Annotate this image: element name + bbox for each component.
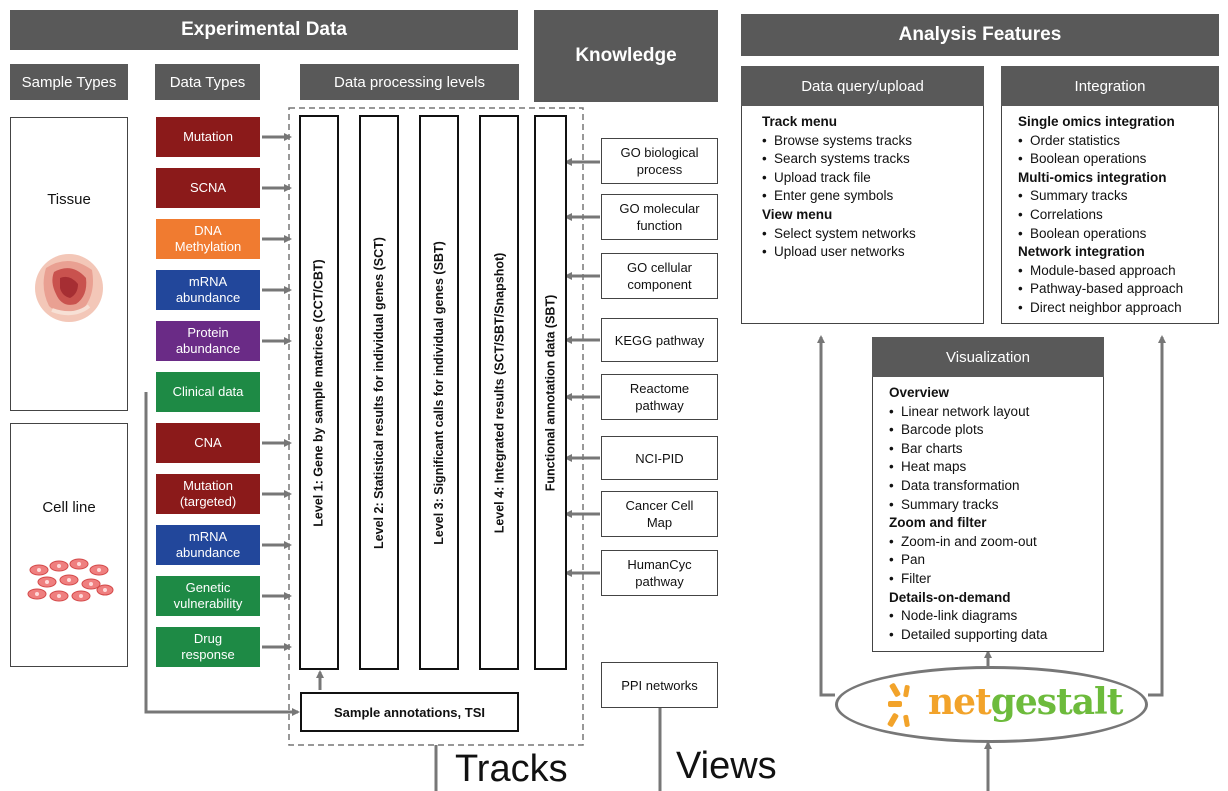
kb-cancer-cell-map: Cancer Cell Map <box>601 491 718 537</box>
list-item: Browse systems tracks <box>762 132 916 151</box>
cell-line-label: Cell line <box>42 499 96 516</box>
list-item: Upload user networks <box>762 243 916 262</box>
list-item: Heat maps <box>889 458 1047 477</box>
analysis-features-header: Analysis Features <box>741 14 1219 56</box>
list-item: Data transformation <box>889 477 1047 496</box>
tracks-label: Tracks <box>455 748 568 790</box>
logo-net: net <box>928 681 992 723</box>
list-item: Summary tracks <box>1018 187 1183 206</box>
dt-scna: SCNA <box>156 168 260 208</box>
sunburst-icon <box>887 683 910 727</box>
kb-go-mf: GO molecular function <box>601 194 718 240</box>
visualization-title: Visualization <box>872 337 1104 377</box>
dt-genetic-vulnerability: Genetic vulnerability <box>156 576 260 616</box>
section-heading: Details-on-demand <box>889 589 1011 605</box>
kb-go-cc: GO cellular component <box>601 253 718 299</box>
integration-panel: Integration Single omics integrationOrde… <box>1001 66 1219 324</box>
dt-clinical: Clinical data <box>156 372 260 412</box>
section-heading: Single omics integration <box>1018 114 1175 129</box>
list-item: Boolean operations <box>1018 150 1183 169</box>
level-1-label: Level 1: Gene by sample matrices (CCT/CB… <box>312 258 327 527</box>
tissue-box: Tissue <box>10 117 128 411</box>
tissue-label: Tissue <box>47 191 91 208</box>
list-item: Node-link diagrams <box>889 607 1047 626</box>
list-item: Correlations <box>1018 206 1183 225</box>
list-item: Boolean operations <box>1018 225 1183 244</box>
section-heading: Track menu <box>762 114 838 129</box>
kb-humancyc: HumanCyc pathway <box>601 550 718 596</box>
knowledge-header: Knowledge <box>534 10 718 102</box>
logo-text: netgestalt <box>928 681 1124 723</box>
list-item: Barcode plots <box>889 421 1047 440</box>
list-item: Order statistics <box>1018 132 1183 151</box>
tissue-image <box>35 254 103 322</box>
dt-mutation-targeted: Mutation (targeted) <box>156 474 260 514</box>
list-item: Filter <box>889 570 1047 589</box>
list-item: Pan <box>889 551 1047 570</box>
kb-reactome: Reactome pathway <box>601 374 718 420</box>
dt-protein: Protein abundance <box>156 321 260 361</box>
cell-line-box: Cell line <box>10 423 128 667</box>
level-2-label: Level 2: Statistical results for individ… <box>372 236 387 549</box>
list-item: Enter gene symbols <box>762 187 916 206</box>
dt-mrna-cell: mRNA abundance <box>156 525 260 565</box>
logo-gestalt: gestalt <box>990 681 1124 723</box>
integration-list: Single omics integrationOrder statistics… <box>1018 113 1183 318</box>
list-item: Direct neighbor approach <box>1018 299 1183 318</box>
dt-drug-response: Drug response <box>156 627 260 667</box>
section-heading: Multi-omics integration <box>1018 169 1167 185</box>
list-item: Summary tracks <box>889 496 1047 515</box>
list-item: Select system networks <box>762 225 916 244</box>
list-item: Linear network layout <box>889 403 1047 422</box>
processing-levels-header: Data processing levels <box>300 64 519 100</box>
list-item: Module-based approach <box>1018 262 1183 281</box>
dt-mrna-tissue: mRNA abundance <box>156 270 260 310</box>
data-types-header: Data Types <box>155 64 260 100</box>
data-query-list: Track menuBrowse systems tracksSearch sy… <box>762 113 916 262</box>
list-item: Zoom-in and zoom-out <box>889 533 1047 552</box>
section-heading: Network integration <box>1018 244 1145 260</box>
level-3-box: Level 3: Significant calls for individua… <box>419 115 459 670</box>
level-4-label: Level 4: Integrated results (SCT/SBT/Sna… <box>492 252 507 533</box>
cells-image <box>27 558 114 602</box>
data-query-panel: Data query/upload Track menuBrowse syste… <box>741 66 984 324</box>
kb-go-bp: GO biological process <box>601 138 718 184</box>
level-3-label: Level 3: Significant calls for individua… <box>432 240 447 545</box>
list-item: Pathway-based approach <box>1018 280 1183 299</box>
visualization-panel: Visualization OverviewLinear network lay… <box>872 337 1104 652</box>
sample-annotations-box: Sample annotations, TSI <box>300 692 519 732</box>
visualization-list: OverviewLinear network layoutBarcode plo… <box>889 384 1047 644</box>
views-label: Views <box>676 745 777 787</box>
list-item: Bar charts <box>889 440 1047 459</box>
integration-title: Integration <box>1001 66 1219 106</box>
list-item: Detailed supporting data <box>889 626 1047 645</box>
dt-dna-methylation: DNA Methylation <box>156 219 260 259</box>
dt-mutation: Mutation <box>156 117 260 157</box>
list-item: Upload track file <box>762 169 916 188</box>
data-query-title: Data query/upload <box>741 66 984 106</box>
level-2-box: Level 2: Statistical results for individ… <box>359 115 399 670</box>
level-1-box: Level 1: Gene by sample matrices (CCT/CB… <box>299 115 339 670</box>
functional-annotation-label: Functional annotation data (SBT) <box>543 294 558 491</box>
level-4-box: Level 4: Integrated results (SCT/SBT/Sna… <box>479 115 519 670</box>
list-item: Search systems tracks <box>762 150 916 169</box>
netgestalt-logo: netgestalt <box>835 666 1148 743</box>
sample-types-header: Sample Types <box>10 64 128 100</box>
dt-cna: CNA <box>156 423 260 463</box>
functional-annotation-box: Functional annotation data (SBT) <box>534 115 567 670</box>
section-heading: Overview <box>889 385 950 400</box>
kb-nci-pid: NCI-PID <box>601 436 718 480</box>
section-heading: View menu <box>762 206 833 222</box>
kb-kegg: KEGG pathway <box>601 318 718 362</box>
section-heading: Zoom and filter <box>889 515 987 531</box>
experimental-data-header: Experimental Data <box>10 10 518 50</box>
kb-ppi: PPI networks <box>601 662 718 708</box>
